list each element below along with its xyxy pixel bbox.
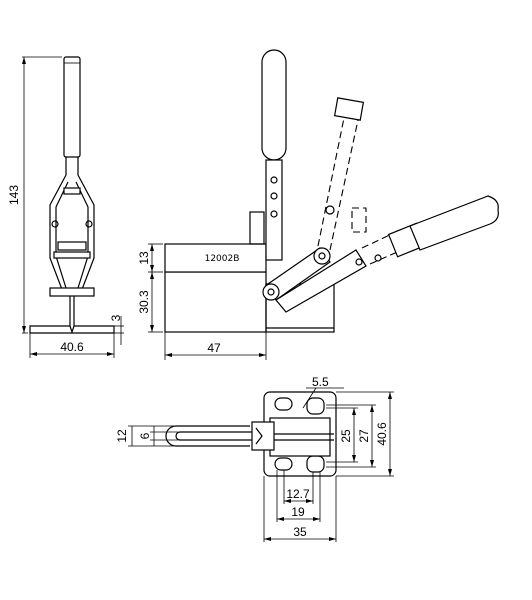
dim-base-thickness: 3 bbox=[109, 314, 123, 321]
side-view: 143 3 40.6 bbox=[7, 56, 124, 358]
dim-width-12: 12 bbox=[115, 429, 129, 443]
dim-width-6: 6 bbox=[138, 432, 152, 439]
dim-plate-width: 35 bbox=[293, 525, 307, 539]
dim-bar-height: 13 bbox=[137, 251, 151, 265]
model-number-label: 12002B bbox=[205, 254, 240, 264]
dim-side-base-width: 40.6 bbox=[60, 340, 84, 354]
dim-hole-spacing-27: 27 bbox=[357, 429, 371, 443]
top-view: 5.5 12 6 25 27 40.6 1 bbox=[115, 375, 394, 542]
dim-body-height: 30.3 bbox=[137, 290, 151, 314]
dim-hole-spacing-12-7: 12.7 bbox=[286, 487, 310, 501]
dim-hole-spacing-19: 19 bbox=[291, 505, 305, 519]
dim-body-length: 47 bbox=[207, 341, 221, 355]
dim-hole-spacing-25: 25 bbox=[339, 429, 353, 443]
dim-slot-width: 5.5 bbox=[312, 375, 329, 389]
front-view: 12002B 13 bbox=[137, 49, 499, 360]
dim-overall-height: 143 bbox=[7, 185, 21, 205]
dim-plate-height: 40.6 bbox=[375, 422, 389, 446]
